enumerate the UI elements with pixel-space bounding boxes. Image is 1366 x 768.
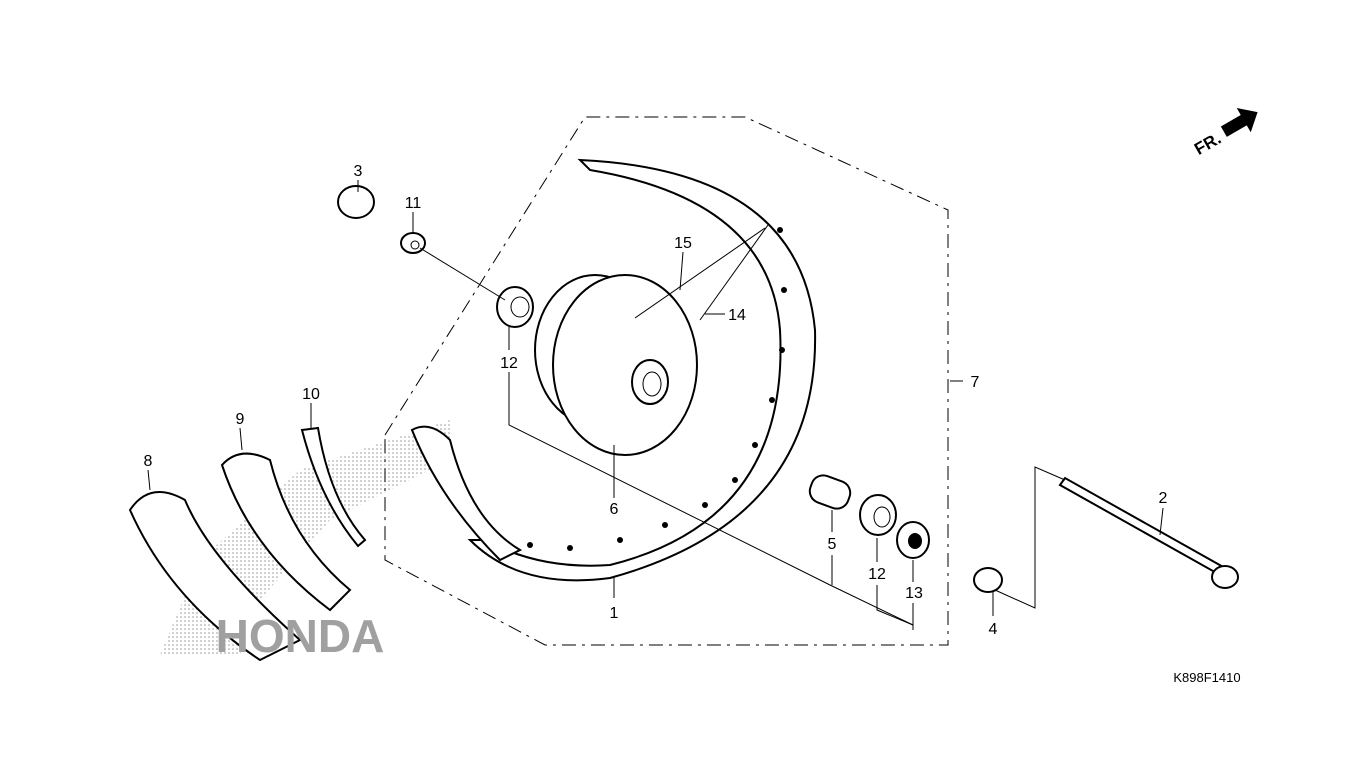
arrow-right-icon (1220, 108, 1258, 137)
callout-6: 6 (610, 501, 619, 518)
callout-10: 10 (302, 386, 320, 403)
part-nut (400, 232, 426, 254)
callout-9: 9 (236, 411, 245, 428)
callout-3: 3 (354, 163, 363, 180)
front-direction-indicator: FR. (1191, 108, 1258, 159)
diagram-code: K898F1410 (1173, 670, 1240, 685)
callout-1: 1 (610, 605, 619, 622)
part-dust-seal (896, 521, 930, 559)
spoke (699, 224, 769, 321)
callout-13: 13 (905, 585, 923, 602)
honda-watermark: HONDA (216, 610, 385, 662)
part-spacer (808, 474, 852, 510)
part-bearing-left (496, 286, 534, 328)
wheel-assembly-boundary (384, 116, 949, 646)
callout-7: 7 (971, 374, 980, 391)
callout-4: 4 (989, 621, 998, 638)
callout-12b: 12 (868, 566, 886, 583)
front-label: FR. (1191, 129, 1224, 159)
part-bearing-right (859, 494, 897, 536)
hub (534, 274, 698, 456)
callout-14: 14 (728, 307, 746, 324)
rim (410, 158, 817, 582)
callout-12a: 12 (500, 355, 518, 372)
part-tire (128, 491, 302, 662)
spoke (634, 227, 766, 319)
callout-5: 5 (828, 536, 837, 553)
callout-15: 15 (674, 235, 692, 252)
callout-2: 2 (1159, 490, 1168, 507)
callout-8: 8 (144, 453, 153, 470)
part-rim-band (300, 426, 367, 548)
part-tube (220, 452, 352, 612)
leader-lines (147, 180, 1164, 630)
part-axle (1058, 476, 1239, 589)
callout-11: 11 (405, 195, 422, 212)
part-collar (337, 185, 375, 219)
part-collar-small (973, 567, 1003, 593)
